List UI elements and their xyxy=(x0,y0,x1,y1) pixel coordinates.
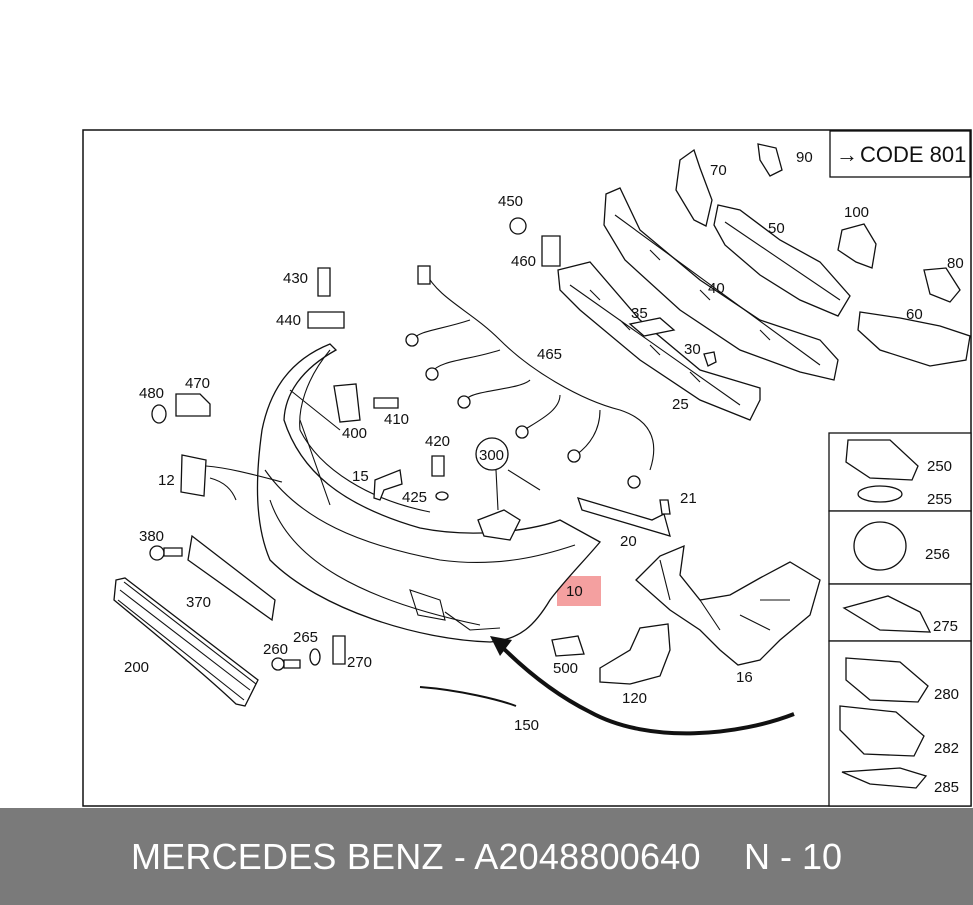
washer-265 xyxy=(309,648,321,666)
label-90: 90 xyxy=(796,149,813,166)
strip-150 xyxy=(419,686,517,707)
label-80: 80 xyxy=(947,255,964,272)
label-250: 250 xyxy=(927,458,952,475)
label-40: 40 xyxy=(708,280,725,297)
grille-200 xyxy=(113,577,259,707)
label-10: 10 xyxy=(566,583,583,600)
reference-arrow xyxy=(490,636,795,736)
label-480: 480 xyxy=(139,385,164,402)
label-470: 470 xyxy=(185,375,210,392)
label-460: 460 xyxy=(511,253,536,270)
label-30: 30 xyxy=(684,341,701,358)
bracket-300 xyxy=(477,509,521,541)
label-465: 465 xyxy=(537,346,562,363)
label-16: 16 xyxy=(736,669,753,686)
pad-35 xyxy=(628,317,676,337)
grille-256 xyxy=(853,521,907,571)
clip-30 xyxy=(703,351,717,367)
label-380: 380 xyxy=(139,528,164,545)
label-275: 275 xyxy=(933,618,958,635)
strip-20 xyxy=(576,497,671,537)
label-150: 150 xyxy=(514,717,539,734)
plate-370 xyxy=(187,534,276,622)
support-40 xyxy=(603,187,839,381)
leader-300 xyxy=(495,469,541,511)
code-801-box: → CODE 801 xyxy=(829,130,971,178)
label-12: 12 xyxy=(158,472,175,489)
trim-280 xyxy=(845,657,929,703)
trim-250 xyxy=(845,439,919,481)
bracket-70 xyxy=(675,148,713,227)
label-200: 200 xyxy=(124,659,149,676)
bumper-cover-10 xyxy=(256,343,602,643)
screw-450 xyxy=(509,217,527,235)
ring-480 xyxy=(151,404,167,424)
footer-bar: MERCEDES BENZ - A2048800640 N - 10 xyxy=(0,808,973,905)
footer-page-ref: N - 10 xyxy=(744,836,843,877)
bolt-430 xyxy=(317,267,331,297)
clip-500 xyxy=(551,635,585,657)
bracket-100 xyxy=(837,223,877,269)
clip-460 xyxy=(541,235,561,267)
grille-282 xyxy=(839,705,925,757)
support-50 xyxy=(713,204,851,317)
trim-275 xyxy=(842,595,932,633)
label-285: 285 xyxy=(934,779,959,796)
label-70: 70 xyxy=(710,162,727,179)
label-410: 410 xyxy=(384,411,409,428)
harness-465 xyxy=(405,265,655,489)
bracket-270 xyxy=(332,635,346,665)
label-440: 440 xyxy=(276,312,301,329)
label-255: 255 xyxy=(927,491,952,508)
sensor-470 xyxy=(175,393,211,417)
side-bracket-16 xyxy=(635,544,821,666)
label-265: 265 xyxy=(293,629,318,646)
label-21: 21 xyxy=(680,490,697,507)
part-labels: 10 12 15 16 20 21 25 30 35 40 50 60 70 8… xyxy=(124,149,964,796)
bracket-60 xyxy=(857,311,971,367)
label-370: 370 xyxy=(186,594,211,611)
trim-285 xyxy=(841,767,928,789)
cover-120 xyxy=(599,623,671,685)
label-420: 420 xyxy=(425,433,450,450)
label-256: 256 xyxy=(925,546,950,563)
bracket-12 xyxy=(180,454,283,501)
label-60: 60 xyxy=(906,306,923,323)
label-400: 400 xyxy=(342,425,367,442)
label-430: 430 xyxy=(283,270,308,287)
bracket-15 xyxy=(373,469,403,501)
label-300: 300 xyxy=(479,447,504,464)
callout-300-circle xyxy=(475,437,509,471)
footer-brand-part-number: MERCEDES BENZ - A2048800640 xyxy=(131,836,701,877)
code-801-text: CODE 801 xyxy=(860,142,966,167)
label-120: 120 xyxy=(622,690,647,707)
washer-425 xyxy=(435,491,449,501)
label-280: 280 xyxy=(934,686,959,703)
bracket-90 xyxy=(757,143,783,177)
label-450: 450 xyxy=(498,193,523,210)
bolt-260 xyxy=(271,657,301,671)
nut-440 xyxy=(307,311,345,329)
label-35: 35 xyxy=(631,305,648,322)
label-25: 25 xyxy=(672,396,689,413)
label-20: 20 xyxy=(620,533,637,550)
ring-255 xyxy=(857,485,903,503)
label-100: 100 xyxy=(844,204,869,221)
clip-21 xyxy=(659,499,671,515)
bolt-420 xyxy=(431,455,445,477)
parts-diagram: → CODE 801 xyxy=(82,129,972,807)
label-270: 270 xyxy=(347,654,372,671)
code-arrow: → xyxy=(836,142,858,167)
bracket-80 xyxy=(923,267,961,303)
label-15: 15 xyxy=(352,468,369,485)
absorber-25 xyxy=(557,261,761,421)
sensor-holder-400 xyxy=(333,383,361,423)
label-282: 282 xyxy=(934,740,959,757)
bolt-380 xyxy=(149,545,183,561)
bolt-410 xyxy=(373,397,399,409)
label-260: 260 xyxy=(263,641,288,658)
label-50: 50 xyxy=(768,220,785,237)
label-425: 425 xyxy=(402,489,427,506)
label-500: 500 xyxy=(553,660,578,677)
